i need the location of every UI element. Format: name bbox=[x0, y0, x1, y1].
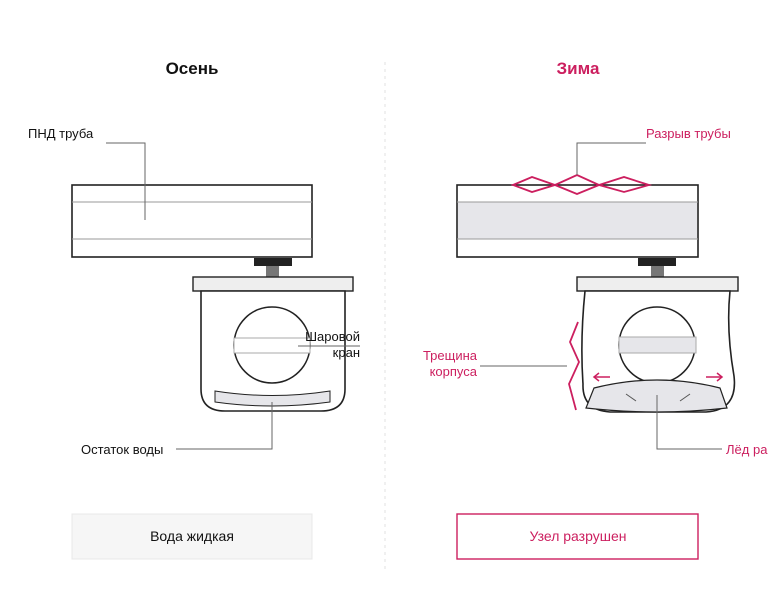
panel-title-winter: Зима bbox=[557, 59, 600, 78]
valve-handle-winter bbox=[638, 258, 676, 266]
valve-plate-winter bbox=[576, 276, 739, 292]
pipe-autumn bbox=[71, 184, 313, 258]
body-crack-mark bbox=[568, 321, 580, 411]
status-winter: Узел разрушен bbox=[530, 528, 627, 544]
residual-water bbox=[214, 390, 331, 407]
leader-ice bbox=[656, 395, 722, 450]
label-ice: Лёд ра bbox=[726, 442, 768, 457]
label-crack-line1: Трещина bbox=[423, 348, 478, 363]
ball-bore-winter bbox=[618, 336, 697, 354]
label-crack-line2: корпуса bbox=[430, 364, 478, 379]
panel-title-autumn: Осень bbox=[166, 59, 219, 78]
ice-crack-1 bbox=[625, 393, 637, 402]
leader-pipe bbox=[106, 142, 146, 220]
expansion-arrow-left-icon bbox=[592, 372, 610, 382]
valve-handle-autumn bbox=[254, 258, 292, 266]
panel-autumn: Осень ПНД труба Шаровой кран Остаток вод… bbox=[28, 59, 360, 560]
status-box-autumn bbox=[71, 513, 313, 560]
label-rupture: Разрыв трубы bbox=[646, 126, 731, 141]
label-pipe: ПНД труба bbox=[28, 126, 94, 141]
rupture-mark bbox=[510, 174, 653, 195]
valve-plate-autumn bbox=[192, 276, 354, 292]
leader-rupture bbox=[576, 142, 646, 175]
leader-water bbox=[176, 402, 273, 450]
label-valve-line1: Шаровой bbox=[305, 329, 360, 344]
ice-crack-2 bbox=[679, 393, 691, 402]
pipe-ice-fill bbox=[458, 202, 697, 239]
status-autumn: Вода жидкая bbox=[150, 528, 234, 544]
expansion-arrow-right-icon bbox=[706, 372, 724, 382]
panel-winter: Зима bbox=[423, 59, 768, 560]
label-water: Остаток воды bbox=[81, 442, 163, 457]
label-valve-line2: кран bbox=[333, 345, 360, 360]
status-box-winter bbox=[456, 513, 699, 560]
